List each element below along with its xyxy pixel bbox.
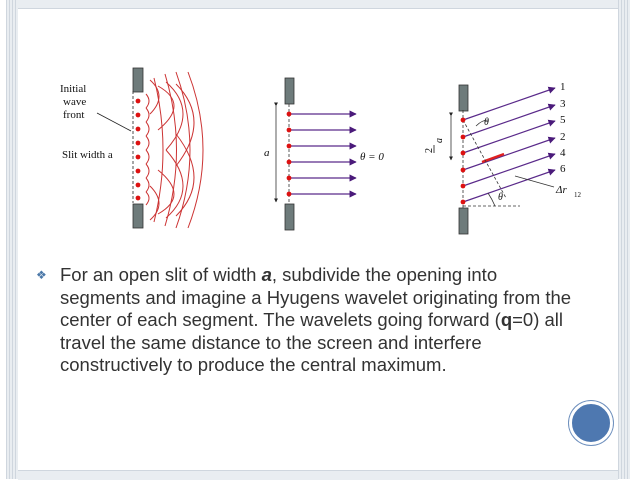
- ray-labels: 1 3 5 2 4 6: [560, 81, 566, 175]
- label-wave: wave: [63, 96, 86, 108]
- label-delta-r: Δr: [555, 184, 567, 196]
- label-a-half-num: a: [434, 138, 445, 143]
- label-delta-r-sub: 12: [574, 191, 582, 199]
- slit-bottom-block: [284, 203, 295, 231]
- slide-bullet-text: For an open slit of width a, subdivide t…: [60, 264, 580, 377]
- ray-label-6: 6: [560, 163, 566, 175]
- bullet-text-end: =0) all travel the same distance to the …: [60, 309, 564, 375]
- parallel-rays: [289, 110, 357, 198]
- wavelet-sources: [135, 98, 141, 201]
- slit-bottom-block: [458, 207, 469, 235]
- wavelet-sources: [460, 117, 466, 205]
- bullet-glyph: ❖: [36, 268, 47, 282]
- wavelet-arcs: [145, 71, 204, 229]
- variable-a: a: [261, 264, 272, 285]
- figure-huygens-wavefront: Initial wave front Slit width a: [28, 67, 234, 229]
- wavelet-sources: [286, 111, 292, 197]
- label-slit-width: Slit width a: [62, 149, 113, 161]
- figure-angled-rays: a 2 θ θ Δr 12 1 3 5 2 4: [420, 81, 582, 235]
- label-theta-bottom: θ: [498, 192, 503, 203]
- bullet-text-start: For an open slit of width: [60, 264, 262, 285]
- frame-bottom-border: [18, 470, 618, 480]
- label-theta-zero: θ = 0: [360, 151, 384, 163]
- ray-label-5: 5: [560, 114, 566, 126]
- ray-label-3: 3: [560, 98, 566, 110]
- variable-q: q: [500, 309, 513, 330]
- figure-theta-zero: a θ = 0: [246, 74, 406, 231]
- label-front: front: [63, 109, 84, 121]
- label-theta-top: θ: [484, 117, 489, 128]
- ray-label-2: 2: [560, 131, 566, 143]
- slit-top-block: [284, 77, 295, 105]
- label-initial: Initial: [60, 83, 86, 95]
- label-a: a: [264, 147, 270, 159]
- ray-label-4: 4: [560, 147, 566, 159]
- slit-top-block: [458, 84, 469, 112]
- label-a-half-den: 2: [424, 148, 435, 153]
- ray-label-1: 1: [560, 81, 566, 93]
- slit-top-block: [132, 67, 144, 93]
- frame-left-border: [6, 0, 18, 479]
- bullet-text-mid: , subdivide the opening into segments an…: [60, 264, 572, 330]
- frame-right-border: [618, 0, 630, 479]
- slit-bottom-block: [132, 203, 144, 229]
- decorative-circle: [569, 401, 613, 445]
- frame-top-border: [18, 0, 618, 9]
